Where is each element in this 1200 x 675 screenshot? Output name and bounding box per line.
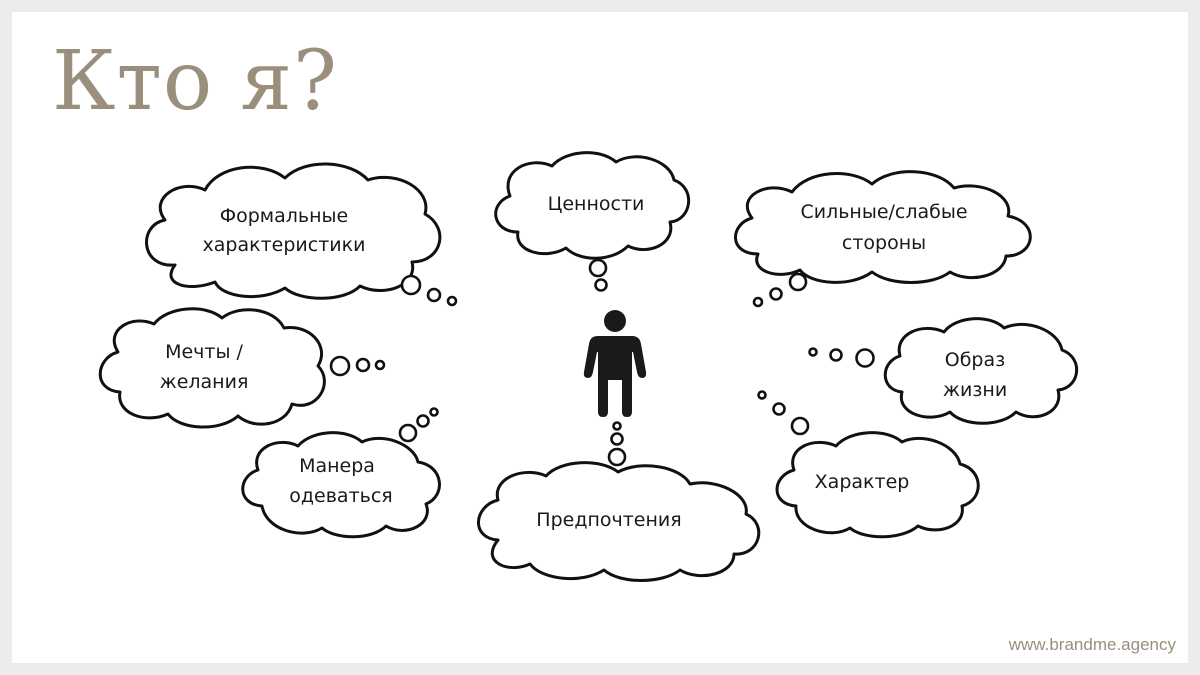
thought-bubble — [610, 432, 624, 446]
thought-bubble — [808, 347, 818, 357]
thought-bubble — [612, 421, 622, 431]
label-values: Ценности — [548, 193, 645, 215]
thought-bubble — [398, 423, 418, 443]
thought-bubble — [416, 414, 430, 428]
label-formal-2: характеристики — [203, 234, 366, 256]
thought-bubble — [594, 278, 608, 292]
label-dreams-2: желания — [160, 371, 249, 393]
footer-url: www.brandme.agency — [1008, 635, 1176, 654]
thought-bubble — [772, 402, 786, 416]
thought-bubble — [426, 287, 442, 303]
thought-bubble — [607, 447, 627, 467]
label-dress-1: Манера — [299, 455, 375, 477]
thought-bubble — [374, 359, 386, 371]
thought-bubble — [355, 357, 371, 373]
label-lifestyle-2: жизни — [943, 379, 1007, 401]
thought-bubble — [788, 272, 808, 292]
thought-bubble — [829, 348, 843, 362]
cloud-character — [775, 431, 980, 539]
label-preferences: Предпочтения — [536, 509, 681, 531]
label-dress-2: одеваться — [289, 485, 392, 507]
thought-bubble — [790, 416, 810, 436]
thought-bubble — [855, 348, 875, 368]
thought-bubble — [757, 390, 767, 400]
thought-bubble — [400, 274, 422, 296]
label-strengths-1: Сильные/слабые — [800, 201, 967, 223]
thought-bubble — [752, 296, 764, 308]
person-icon — [583, 310, 647, 417]
thought-bubble — [429, 407, 439, 417]
thought-bubble — [769, 287, 783, 301]
label-formal-1: Формальные — [220, 205, 348, 227]
label-character: Характер — [815, 471, 910, 493]
cloud-values — [494, 151, 691, 260]
cloud-lifestyle — [883, 317, 1079, 425]
label-lifestyle-1: Образ — [945, 349, 1005, 371]
page-title: Кто я? — [52, 34, 338, 129]
thought-bubble — [588, 258, 608, 278]
cloud-dreams — [98, 307, 326, 429]
cloud-strengths — [734, 170, 1032, 284]
cloud-preferences — [477, 461, 761, 582]
cloud-dress — [241, 431, 441, 539]
thought-bubble — [329, 355, 351, 377]
label-dreams-1: Мечты / — [165, 341, 243, 363]
label-strengths-2: стороны — [842, 232, 926, 254]
thought-bubble — [446, 295, 458, 307]
cloud-formal — [145, 162, 442, 300]
